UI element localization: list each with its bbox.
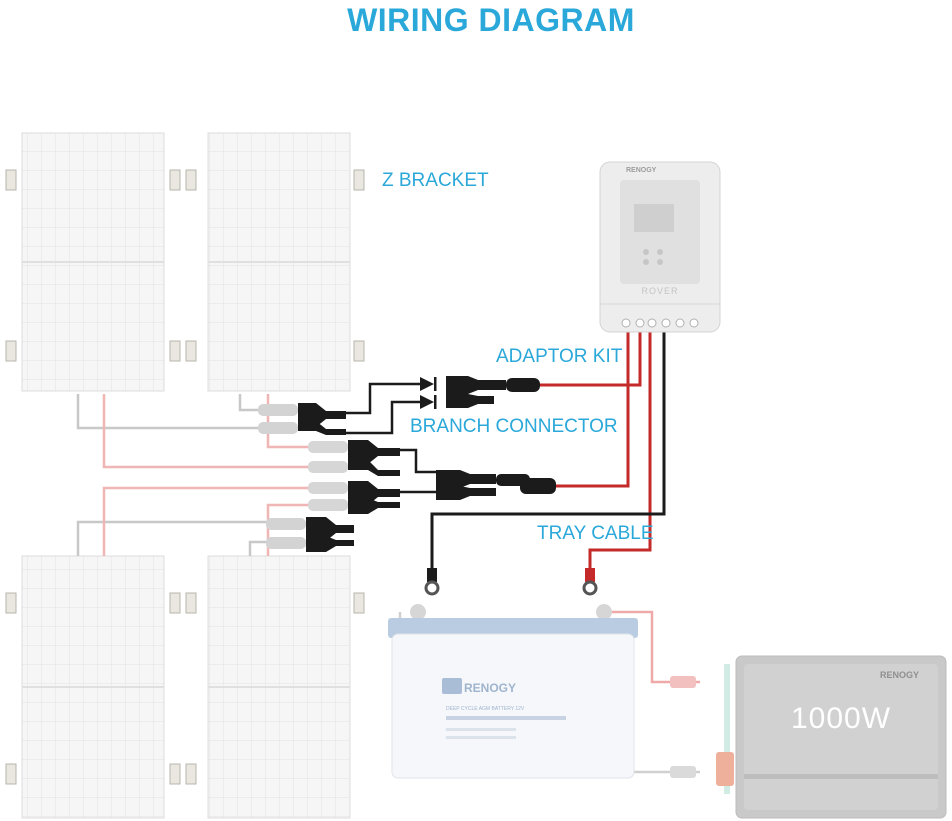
z-brackets — [5, 169, 365, 785]
ring-terminals — [424, 568, 598, 596]
adaptor-kit-label: ADAPTOR KIT — [496, 346, 623, 367]
battery — [388, 618, 638, 779]
solar-panel-bottom-left — [21, 555, 165, 819]
mc4-connectors — [258, 404, 348, 549]
tray-cable-label: TRAY CABLE — [537, 523, 654, 544]
inverter-brand: RENOGY — [880, 670, 920, 680]
adaptor-plugs — [496, 378, 556, 494]
branch-connectors — [298, 376, 506, 552]
inverter-rating: 1000W — [790, 702, 892, 735]
solar-panel-bottom-right — [207, 555, 351, 819]
controller-model: ROVER — [641, 286, 679, 296]
interconnect-wires — [346, 382, 436, 494]
panel-leads — [76, 394, 310, 556]
battery-brand: RENOGY — [464, 681, 517, 695]
controller-brand: RENOGY — [626, 167, 657, 174]
controller-wires — [430, 330, 666, 580]
solar-panel-top-right — [207, 132, 351, 392]
solar-panel-top-left — [21, 132, 165, 392]
battery-lugs — [410, 604, 696, 778]
battery-model: DEEP CYCLE AGM BATTERY 12V — [446, 706, 525, 712]
inverter — [716, 655, 947, 819]
branch-connector-label: BRANCH CONNECTOR — [410, 416, 618, 437]
diagram-title: WIRING DIAGRAM — [347, 2, 635, 38]
charge-controller — [599, 161, 721, 333]
z-bracket-label: Z BRACKET — [382, 170, 489, 191]
diodes — [420, 377, 437, 409]
